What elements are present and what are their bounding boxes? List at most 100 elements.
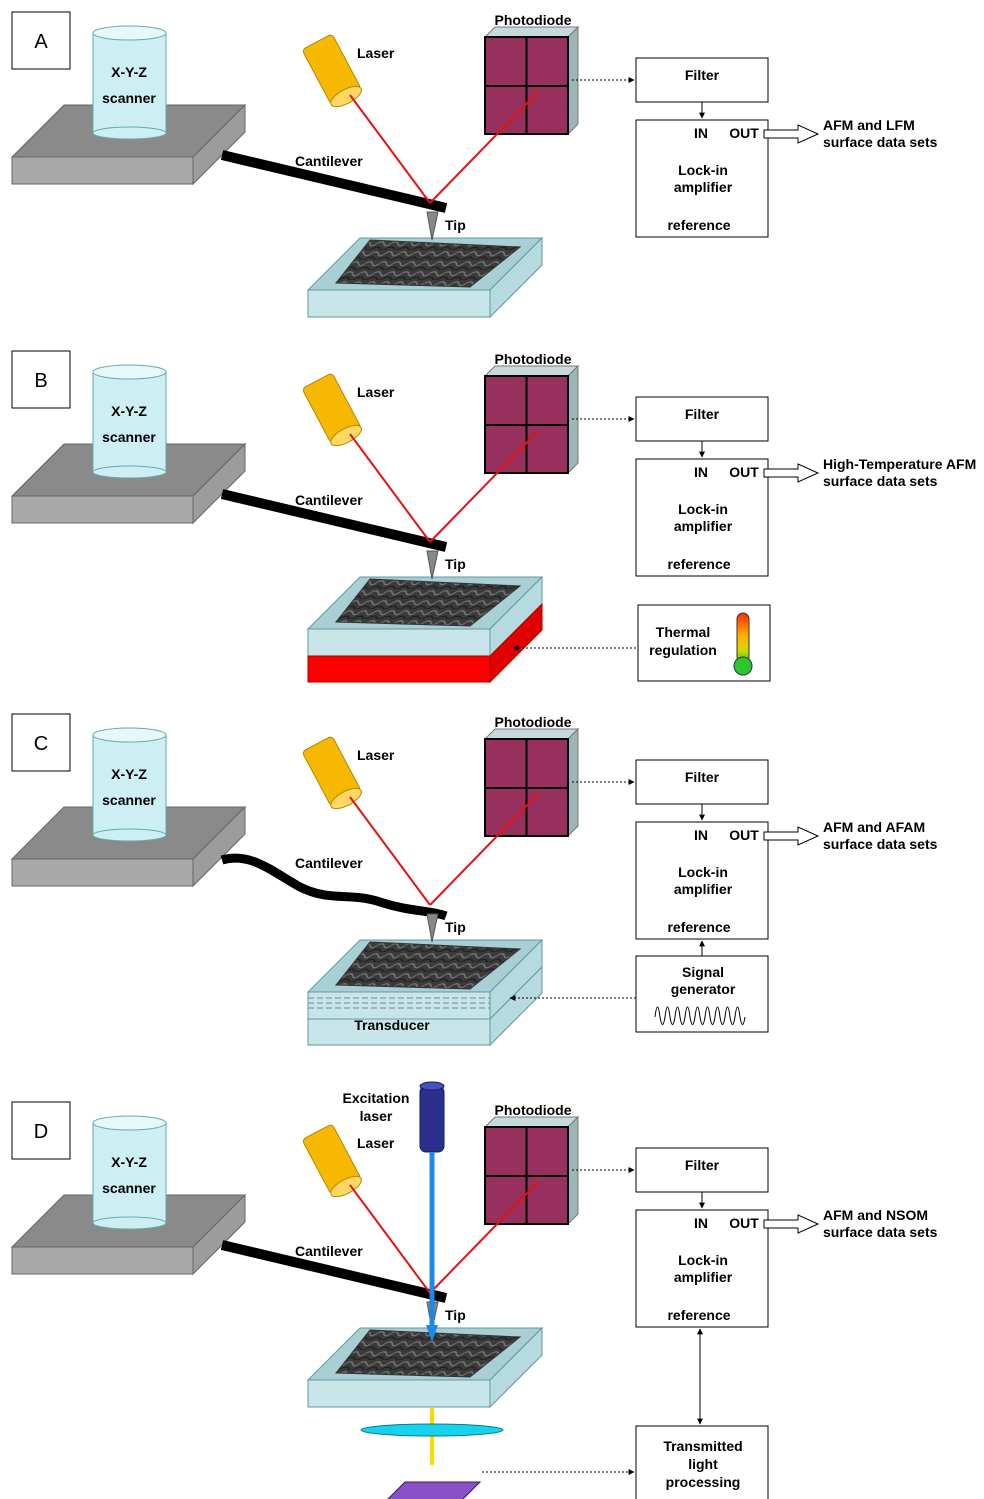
panel-c: CX-Y-ZscannerLaserPhotodiodeCantileverTi…	[10, 713, 938, 1047]
tip-label: Tip	[445, 919, 466, 935]
panel-letter-box	[11, 350, 71, 409]
lockin-name-line2: amplifier	[674, 518, 733, 534]
laser-beam-incident	[349, 1184, 431, 1294]
filter-label: Filter	[685, 1157, 720, 1173]
laser-aperture	[330, 787, 362, 810]
sample-stage	[306, 575, 544, 658]
scanner-base-side	[192, 103, 246, 186]
photodiode-top	[483, 365, 580, 377]
sample-surface	[334, 239, 522, 288]
scanner-cylinder-bottom	[92, 126, 167, 140]
panel-letter-box	[11, 11, 71, 70]
laser-device	[302, 1124, 362, 1198]
lockin-name-line2: amplifier	[674, 1269, 733, 1285]
cantilever-beam	[220, 150, 448, 213]
lockin-box	[635, 458, 769, 577]
excitation-laser-top	[419, 1081, 445, 1091]
lockin-out-label: OUT	[729, 464, 759, 480]
photodiode	[483, 25, 580, 136]
lockin-name-line2: amplifier	[674, 179, 733, 195]
scanner-cylinder-body	[92, 371, 167, 473]
transducer-label: Transducer	[354, 1017, 430, 1033]
tip-label: Tip	[445, 217, 466, 233]
sample-front	[307, 289, 491, 318]
filter-box	[635, 396, 769, 442]
sample-front	[307, 628, 491, 657]
laser-label: Laser	[357, 384, 395, 400]
laser-label: Laser	[357, 747, 395, 763]
cantilever-label: Cantilever	[295, 492, 363, 508]
filter-label: Filter	[685, 769, 720, 785]
photodiode-label: Photodiode	[495, 714, 572, 730]
lockin-name-line1: Lock-in	[678, 501, 728, 517]
scanner-cylinder-bottom	[92, 828, 167, 842]
output-label-line1: AFM and LFM	[823, 117, 915, 133]
transmitted-label-line2: light	[688, 1456, 718, 1472]
sample-stage	[306, 236, 544, 319]
output-arrow	[763, 1214, 820, 1234]
panel-letter: A	[34, 31, 48, 53]
photodiode-label: Photodiode	[495, 351, 572, 367]
photodiode-top	[483, 26, 580, 38]
lockin-in-label: IN	[694, 125, 708, 141]
transmitted-label-line3: processing	[666, 1474, 741, 1490]
scanner-base-front	[11, 156, 194, 185]
scanner-label-line1: X-Y-Z	[111, 403, 147, 419]
thermal-label-line1: Thermal	[656, 624, 710, 640]
panel-letter: D	[34, 1121, 48, 1143]
filter-box	[635, 1147, 769, 1193]
output-label-line2: surface data sets	[823, 1224, 938, 1240]
scanner-cylinder-top	[92, 1115, 167, 1131]
scanner-base-side	[192, 442, 246, 525]
sine-wave-icon	[654, 1006, 746, 1025]
tip-label: Tip	[445, 556, 466, 572]
tip-cone	[426, 913, 439, 943]
scanner-cylinder-top	[92, 25, 167, 41]
lockin-reference-label: reference	[667, 556, 730, 572]
transducer-side	[489, 965, 543, 1047]
cantilever-label: Cantilever	[295, 855, 363, 871]
lockin-reference-label: reference	[667, 217, 730, 233]
lockin-in-label: IN	[694, 1215, 708, 1231]
sample-stage	[306, 938, 544, 1021]
photodiode	[483, 364, 580, 475]
filter-label: Filter	[685, 406, 720, 422]
laser-aperture	[330, 424, 362, 447]
lockin-reference-label: reference	[667, 919, 730, 935]
sample-side	[489, 1326, 543, 1409]
tip-label: Tip	[445, 1307, 466, 1323]
thermometer-tube	[736, 612, 750, 664]
laser-label: Laser	[357, 1135, 395, 1151]
scanner-label-line1: X-Y-Z	[111, 1154, 147, 1170]
transmitted-light-box	[635, 1425, 769, 1499]
sample-front	[307, 991, 491, 1020]
panel-letter: C	[34, 733, 48, 755]
laser-aperture	[330, 85, 362, 108]
scanner-base-front	[11, 858, 194, 887]
laser-device	[302, 373, 362, 447]
lockin-out-label: OUT	[729, 125, 759, 141]
lockin-out-label: OUT	[729, 827, 759, 843]
lockin-in-label: IN	[694, 827, 708, 843]
scanner-base-front	[11, 495, 194, 524]
lockin-out-label: OUT	[729, 1215, 759, 1231]
lockin-name-line1: Lock-in	[678, 162, 728, 178]
laser-aperture	[330, 1175, 362, 1198]
sample-stage	[306, 1326, 544, 1409]
sample-front	[307, 1379, 491, 1408]
filter-label: Filter	[685, 67, 720, 83]
tip-cone	[426, 550, 439, 580]
cantilever-beam	[220, 853, 448, 921]
signal-generator-line1: Signal	[682, 964, 724, 980]
panel-d: DX-Y-ZscannerLaserPhotodiodeCantileverTi…	[10, 1081, 938, 1499]
signal-generator-line2: generator	[671, 981, 736, 997]
lockin-reference-label: reference	[667, 1307, 730, 1323]
photodiode-label: Photodiode	[495, 1102, 572, 1118]
sample-surface	[334, 578, 522, 627]
panel-a: AX-Y-ZscannerLaserPhotodiodeCantileverTi…	[10, 11, 938, 319]
scanner-cylinder-top	[92, 364, 167, 380]
filter-box	[635, 57, 769, 103]
lockin-box	[635, 1209, 769, 1328]
laser-label: Laser	[357, 45, 395, 61]
